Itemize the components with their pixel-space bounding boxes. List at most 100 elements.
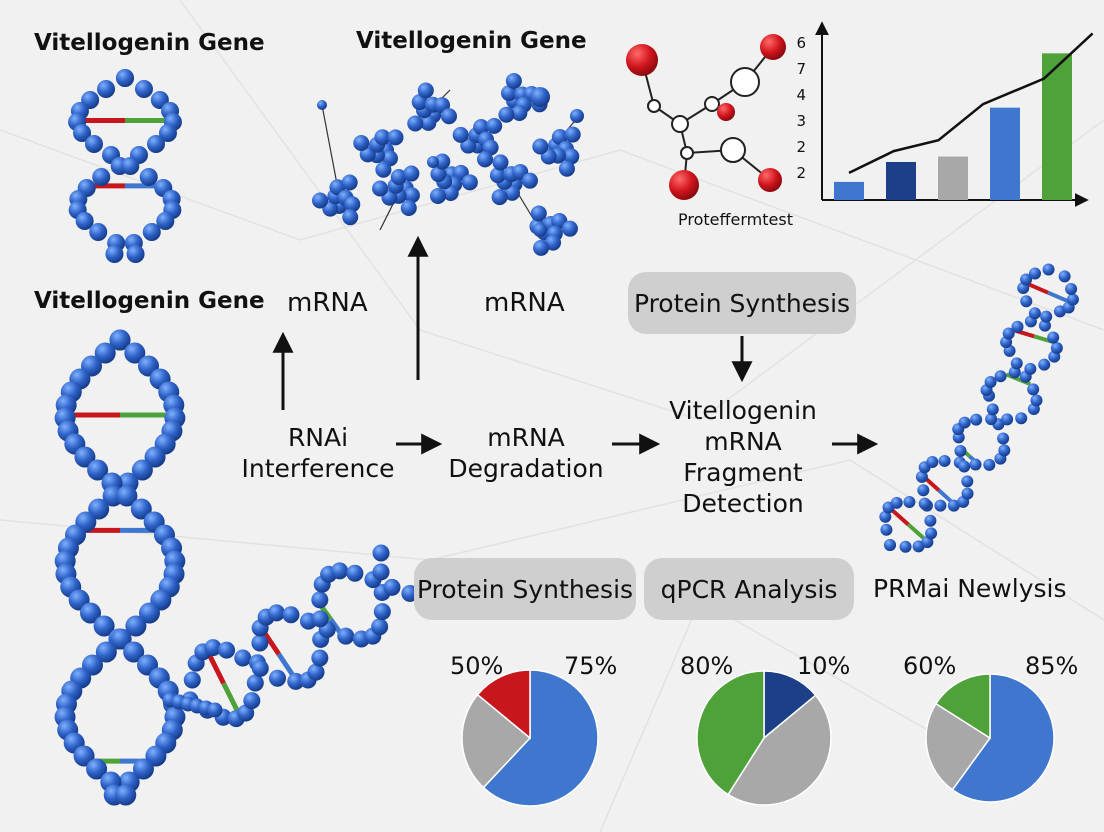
bead [373,603,391,621]
bead [563,148,580,165]
bead [311,591,329,609]
bead [452,126,469,143]
bead [500,85,517,102]
bead [371,618,389,636]
fragment-detection-label: Vitellogenin mRNA Fragment Detection [669,396,817,518]
bead [89,223,108,241]
bead [984,376,997,389]
bead [473,119,490,136]
bead [1028,267,1041,280]
bead [1020,273,1033,286]
bead [561,220,578,237]
bead [997,432,1010,445]
bead [903,496,916,509]
bead [383,578,401,596]
bead [1027,383,1040,396]
bead [390,169,407,186]
bead [434,153,451,170]
bead [387,129,404,146]
bead [331,562,349,580]
mrna-label-1: mRNA [287,288,368,318]
bead [115,784,137,806]
bead [1042,263,1055,276]
mrna-degradation-label: mRNA Degradation [448,423,604,483]
bead [372,563,390,581]
atom-red [760,34,786,60]
bead [139,168,158,186]
pie-slice [763,670,817,740]
bead [441,108,458,125]
mrna-label-2: mRNA [484,288,565,318]
bead [243,692,261,710]
bead [403,187,420,204]
dna-helix-top-left-icon [68,69,182,263]
pie-slice [925,702,992,791]
bead [374,129,391,146]
bead [994,370,1007,383]
bead [969,458,982,471]
dna-helix-right-icon [879,263,1079,553]
bead [75,212,94,230]
bead [73,745,95,767]
bead [1030,394,1043,407]
dna-helix-left-icon [54,329,186,806]
pie0-label-right: 75% [564,652,618,680]
protein-synthesis-box: Protein Synthesis [414,558,636,620]
bead [545,234,562,251]
atom-red [669,170,699,200]
atom-white [671,115,689,133]
bead [73,124,92,142]
gene-label-top-center: Vitellogenin Gene [356,28,587,54]
bead [986,403,999,416]
bead [570,109,584,123]
pie0-label-left: 50% [450,652,504,680]
bead [934,499,947,512]
pie-slice [696,670,765,796]
qpcr-analysis-label: qPCR Analysis [660,574,838,604]
bead [558,160,575,177]
bead [958,416,971,429]
y-tick-label: 2 [796,164,806,182]
bead [74,446,96,468]
bead [417,82,434,99]
bead [307,663,325,681]
bead [521,172,538,189]
bead [269,669,287,687]
bead [926,456,939,469]
bead [884,539,896,551]
bead [147,135,166,153]
bead [116,485,138,507]
bead [1050,341,1063,354]
bar [938,156,968,200]
bead [375,161,392,178]
bead [145,745,167,767]
y-tick-label: 2 [796,138,806,156]
bead [88,498,110,520]
bead [938,454,951,467]
pie2-label-left: 60% [903,652,957,680]
bead [130,498,152,520]
dna-helix-diagonal-icon [162,544,419,728]
protein-diagram-caption: Proteffermtest [678,210,793,229]
bead [498,106,515,123]
bead [1040,310,1053,323]
pie-slice [476,669,531,740]
bead [985,413,998,426]
bead [420,114,437,131]
bar-chart-trend-line [848,32,1094,174]
bead [983,458,996,471]
bead [1028,307,1041,320]
bar [990,107,1020,200]
bead [532,138,549,155]
pie-slice [727,694,832,806]
bead [961,487,974,500]
bead [124,342,146,364]
bead [144,446,166,468]
bead [429,187,446,204]
bead [551,129,568,146]
bead [311,649,329,667]
bead [207,702,223,718]
